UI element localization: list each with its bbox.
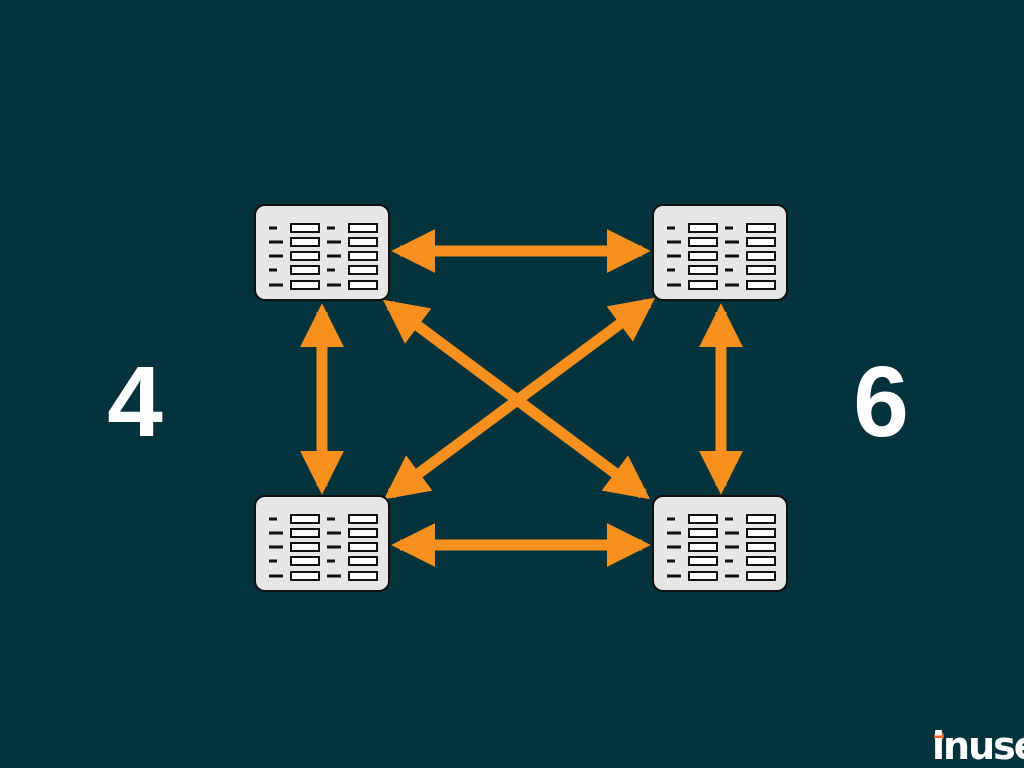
- right-number: 6: [853, 346, 907, 458]
- node-bottom-right: [652, 495, 788, 592]
- database-table-icon: [254, 495, 390, 592]
- database-table-icon: [254, 204, 390, 301]
- inuse-logo: inuse: [932, 724, 1024, 768]
- node-top-left: [254, 204, 390, 301]
- node-bottom-left: [254, 495, 390, 592]
- left-number: 4: [107, 346, 163, 458]
- logo-dot: [934, 731, 944, 741]
- database-table-icon: [652, 495, 788, 592]
- node-top-right: [652, 204, 788, 301]
- logo-text: inuse: [932, 724, 1024, 768]
- database-table-icon: [652, 204, 788, 301]
- connection-diagonal-up: [383, 297, 656, 500]
- connections: [300, 229, 743, 567]
